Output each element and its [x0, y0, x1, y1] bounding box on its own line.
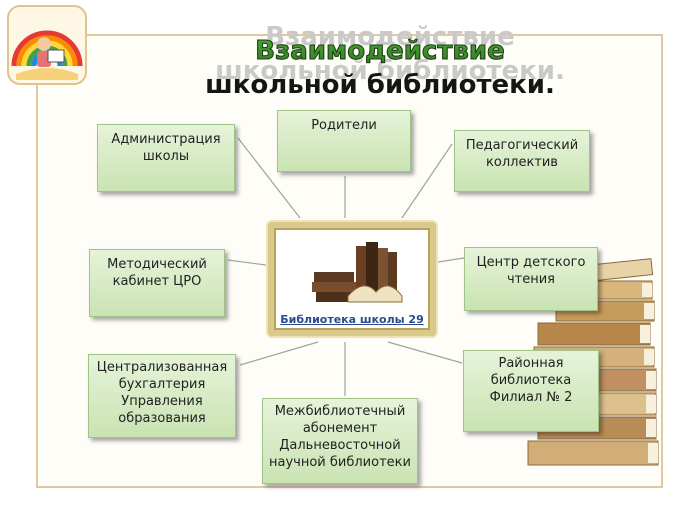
center-library-node: Библиотека школы 29	[268, 222, 436, 336]
old-books-icon	[312, 242, 403, 303]
node-kids-reading-center: Центр детского чтения	[464, 247, 598, 311]
node-interlibrary-loan: Межбиблиотечный абонемент Дальневосточно…	[262, 398, 418, 484]
node-teaching-staff: Педагогический коллектив	[454, 130, 590, 192]
node-methodical-office: Методический кабинет ЦРО	[89, 249, 225, 317]
connector-district-lib	[387, 341, 463, 364]
rainbow-child-logo-icon	[7, 5, 87, 85]
node-parents: Родители	[277, 110, 411, 172]
title-line-1-text: Взаимодействие	[255, 36, 505, 66]
title-line-1: Взаимодействие Взаимодействие	[150, 24, 610, 66]
connector-kids-center	[437, 257, 465, 263]
title-line-2: школьной библиотеки. школьной библиотеки…	[150, 58, 610, 100]
connector-accounting	[239, 341, 319, 366]
node-district-library: Районная библиотека Филиал № 2	[463, 350, 599, 432]
node-accounting: Централизованная бухгалтерия Управления …	[88, 354, 236, 438]
connector-admin	[237, 137, 301, 219]
node-administration: Администрация школы	[97, 124, 235, 192]
center-library-label[interactable]: Библиотека школы 29	[280, 313, 424, 326]
title-line-2-shadow: школьной библиотеки.	[215, 56, 565, 86]
connector-teachers	[401, 143, 453, 219]
connector-method	[227, 259, 267, 266]
title-line-2-text: школьной библиотеки.	[205, 70, 555, 100]
title-line-1-shadow: Взаимодействие	[160, 24, 620, 50]
